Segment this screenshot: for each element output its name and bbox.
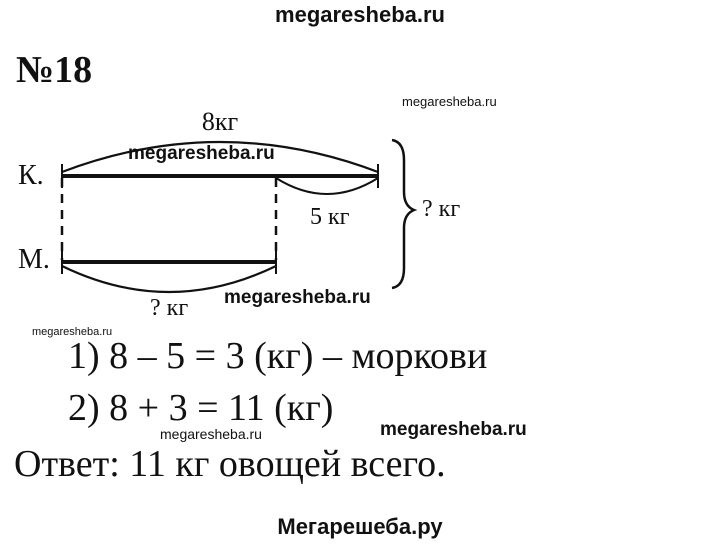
watermark-small-mid: megaresheba.ru [160, 426, 262, 442]
label-k: К. [18, 160, 44, 191]
watermark-below-diagram: megaresheba.ru [224, 287, 371, 308]
watermark-bottom: Мегарешеба.ру [277, 514, 443, 539]
curly-brace-total [391, 138, 418, 290]
watermark-small-right: megaresheba.ru [402, 94, 497, 109]
label-total: ? кг [422, 196, 460, 222]
watermark-right-mid: megaresheba.ru [380, 419, 527, 440]
arc-bottom-m [61, 265, 277, 294]
solution-step-1: 1) 8 – 5 = 3 (кг) – моркови [68, 335, 488, 377]
label-8kg: 8кг [202, 107, 238, 136]
watermark-top: megaresheba.ru [275, 2, 445, 27]
problem-number: №18 [16, 49, 93, 91]
solution-step-2: 2) 8 + 3 = 11 (кг) [68, 387, 334, 429]
label-5kg: 5 кг [310, 204, 350, 230]
arc-part-5kg [275, 177, 379, 195]
label-m-unknown: ? кг [150, 295, 188, 321]
watermark-small-left: megaresheba.ru [32, 326, 113, 338]
watermark-on-diagram: megaresheba.ru [128, 143, 275, 164]
answer-text: Ответ: 11 кг овощей всего. [14, 443, 446, 485]
label-m: М. [18, 244, 50, 275]
arc-top-8kg [61, 140, 379, 174]
